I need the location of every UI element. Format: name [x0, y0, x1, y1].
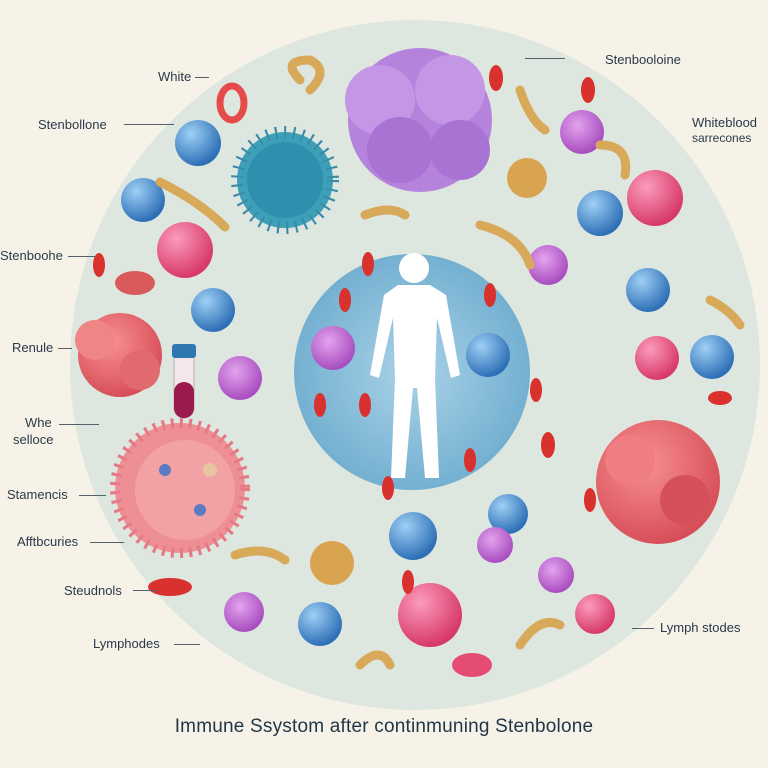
label-steudnols: Steudnols [64, 583, 122, 598]
leader-line [58, 348, 72, 349]
red-ring [216, 82, 248, 124]
tan-fibers [155, 55, 745, 670]
test-tube-icon [172, 344, 196, 419]
leader-line [90, 542, 124, 543]
human-body-icon [370, 253, 460, 478]
purple-spiky-cells [218, 110, 604, 632]
leader-line [79, 495, 106, 496]
label-selloce: selloce [13, 432, 54, 447]
pink-disc [452, 653, 492, 677]
label-lymph-stodes: Lymph stodes [660, 620, 741, 635]
pink-virus-cell [110, 418, 250, 558]
leader-line [68, 256, 96, 257]
label-stenboohe: Stenboohe [0, 248, 63, 263]
purple-cell-cluster [345, 48, 492, 192]
teal-virus-cell [231, 126, 339, 234]
leader-line [124, 124, 174, 125]
leader-line [632, 628, 654, 629]
red-cell-cluster-left [75, 313, 162, 397]
label-afftbcuries: Afftbcuries [17, 534, 79, 549]
label-white: White [158, 69, 192, 84]
leader-line [174, 644, 200, 645]
leader-line [59, 424, 99, 425]
blue-cells [121, 120, 734, 646]
red-blood-cells [93, 65, 732, 596]
label-renule: Renule [12, 340, 54, 355]
label-stamencis: Stamencis [7, 487, 68, 502]
red-cell-cluster-right [596, 420, 720, 544]
pink-cells [157, 170, 683, 647]
label-lymphodes: Lymphodes [93, 636, 160, 651]
leader-line [195, 77, 209, 78]
label-sarrecones: sarrecones [692, 131, 752, 145]
label-whe: Whe [25, 415, 52, 430]
leader-line [525, 58, 565, 59]
label-stenbooline: Stenbooloine [605, 52, 681, 67]
diagram-title: Immune Ssystom after continmuning Stenbo… [174, 716, 594, 737]
tan-virus-cells [310, 158, 547, 585]
leader-line [133, 590, 158, 591]
label-whiteblood: Whiteblood [692, 115, 758, 130]
label-stenbollone: Stenbollone [38, 117, 107, 132]
